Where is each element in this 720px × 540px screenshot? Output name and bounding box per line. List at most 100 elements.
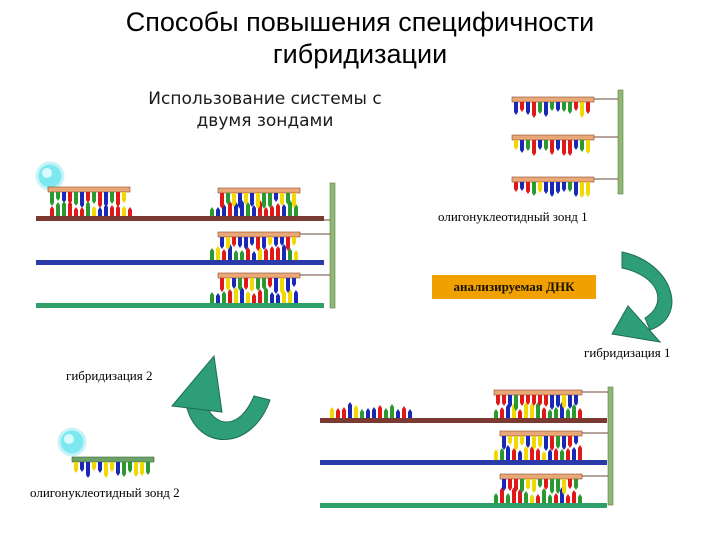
nucleotide-base	[586, 140, 590, 154]
nucleotide-base	[562, 102, 566, 112]
nucleotide-base	[530, 446, 534, 460]
nucleotide-base	[286, 278, 290, 293]
nucleotide-base	[494, 449, 498, 460]
nucleotide-base	[210, 207, 214, 216]
nucleotide-base	[286, 193, 290, 205]
nucleotide-base	[216, 246, 220, 260]
nucleotide-base	[402, 406, 406, 418]
nucleotide-base	[538, 102, 542, 114]
nucleotide-base	[280, 193, 284, 206]
nucleotide-base	[408, 409, 412, 418]
nucleotide-base	[526, 140, 530, 151]
nucleotide-base	[514, 436, 518, 451]
probe2-label: олигонуклеотидный зонд 2	[30, 485, 180, 500]
target-strand-green-bases-0	[210, 287, 298, 303]
nucleotide-base	[250, 278, 254, 292]
nucleotide-base	[572, 490, 576, 503]
probe2-free-bases	[74, 462, 150, 478]
nucleotide-base	[574, 182, 578, 197]
nucleotide-base	[62, 201, 66, 216]
nucleotide-base	[104, 462, 108, 478]
nucleotide-base	[232, 193, 236, 207]
result-probe-a	[493, 389, 583, 396]
nucleotide-base	[550, 182, 554, 197]
result-strand-blue	[320, 460, 607, 465]
probe1-hybridized-a	[217, 187, 301, 194]
nucleotide-base	[252, 251, 256, 260]
nucleotide-base	[544, 182, 548, 194]
nucleotide-base	[270, 292, 274, 303]
nucleotide-base	[74, 192, 78, 206]
nucleotide-base	[506, 493, 510, 503]
nucleotide-base	[256, 278, 260, 291]
nucleotide-base	[536, 448, 540, 460]
fluorescent-bead-icon-shine	[42, 168, 52, 178]
nucleotide-base	[110, 205, 114, 216]
nucleotide-base	[210, 292, 214, 303]
result-strand-green-bases-0	[494, 487, 582, 503]
nucleotide-base	[244, 193, 248, 205]
nucleotide-base	[520, 140, 524, 153]
probe1-copy-3	[511, 176, 595, 183]
nucleotide-base	[550, 479, 554, 494]
fluorescent-bead-icon-shine	[64, 434, 74, 444]
hybridization2-label: гибридизация 2	[66, 368, 153, 383]
nucleotide-base	[542, 488, 546, 503]
nucleotide-base	[574, 102, 578, 111]
nucleotide-base	[544, 140, 548, 151]
target-strand-brown	[36, 216, 324, 221]
target-strand-brown-bases-0	[50, 201, 132, 216]
result-strand-green	[320, 503, 607, 508]
nucleotide-base	[556, 479, 560, 494]
nucleotide-base	[550, 140, 554, 155]
nucleotide-base	[288, 248, 292, 260]
nucleotide-base	[494, 493, 498, 503]
nucleotide-base	[288, 289, 292, 303]
nucleotide-base	[238, 237, 242, 248]
nucleotide-base	[270, 205, 274, 216]
nucleotide-base	[56, 202, 60, 216]
nucleotide-base	[282, 290, 286, 303]
target-strand-blue	[36, 260, 324, 265]
bottom-support	[607, 386, 614, 506]
nucleotide-base	[496, 395, 500, 406]
nucleotide-base	[268, 278, 272, 288]
nucleotide-base	[532, 182, 536, 196]
nucleotide-base	[574, 395, 578, 406]
nucleotide-base	[578, 445, 582, 460]
nucleotide-base	[556, 102, 560, 112]
nucleotide-base	[228, 201, 232, 216]
nucleotide-base	[526, 182, 530, 194]
nucleotide-base	[116, 192, 120, 207]
page-title: Способы повышения специфичности гибридиз…	[125, 7, 595, 69]
curved-arrow-icon-head	[611, 305, 662, 343]
nucleotide-base	[250, 237, 254, 246]
nucleotide-base	[562, 395, 566, 409]
nucleotide-base	[514, 140, 518, 150]
nucleotide-base	[268, 193, 272, 208]
nucleotide-base	[220, 193, 224, 209]
target-strand-green	[36, 303, 324, 308]
nucleotide-base	[560, 449, 564, 460]
nucleotide-base	[524, 491, 528, 503]
nucleotide-base	[520, 395, 524, 406]
nucleotide-base	[580, 182, 584, 198]
nucleotide-base	[282, 204, 286, 216]
nucleotide-base	[366, 408, 370, 418]
nucleotide-base	[578, 408, 582, 418]
probe1-support	[617, 89, 624, 195]
nucleotide-base	[532, 436, 536, 450]
nucleotide-base	[264, 207, 268, 216]
nucleotide-base	[502, 479, 506, 491]
nucleotide-base	[292, 278, 296, 287]
nucleotide-base	[92, 206, 96, 216]
nucleotide-base	[526, 479, 530, 490]
nucleotide-base	[568, 182, 572, 192]
nucleotide-base	[556, 140, 560, 151]
nucleotide-base	[86, 201, 90, 216]
nucleotide-base	[98, 192, 102, 208]
nucleotide-base	[548, 494, 552, 503]
nucleotide-base	[252, 293, 256, 303]
nucleotide-base	[538, 436, 542, 448]
